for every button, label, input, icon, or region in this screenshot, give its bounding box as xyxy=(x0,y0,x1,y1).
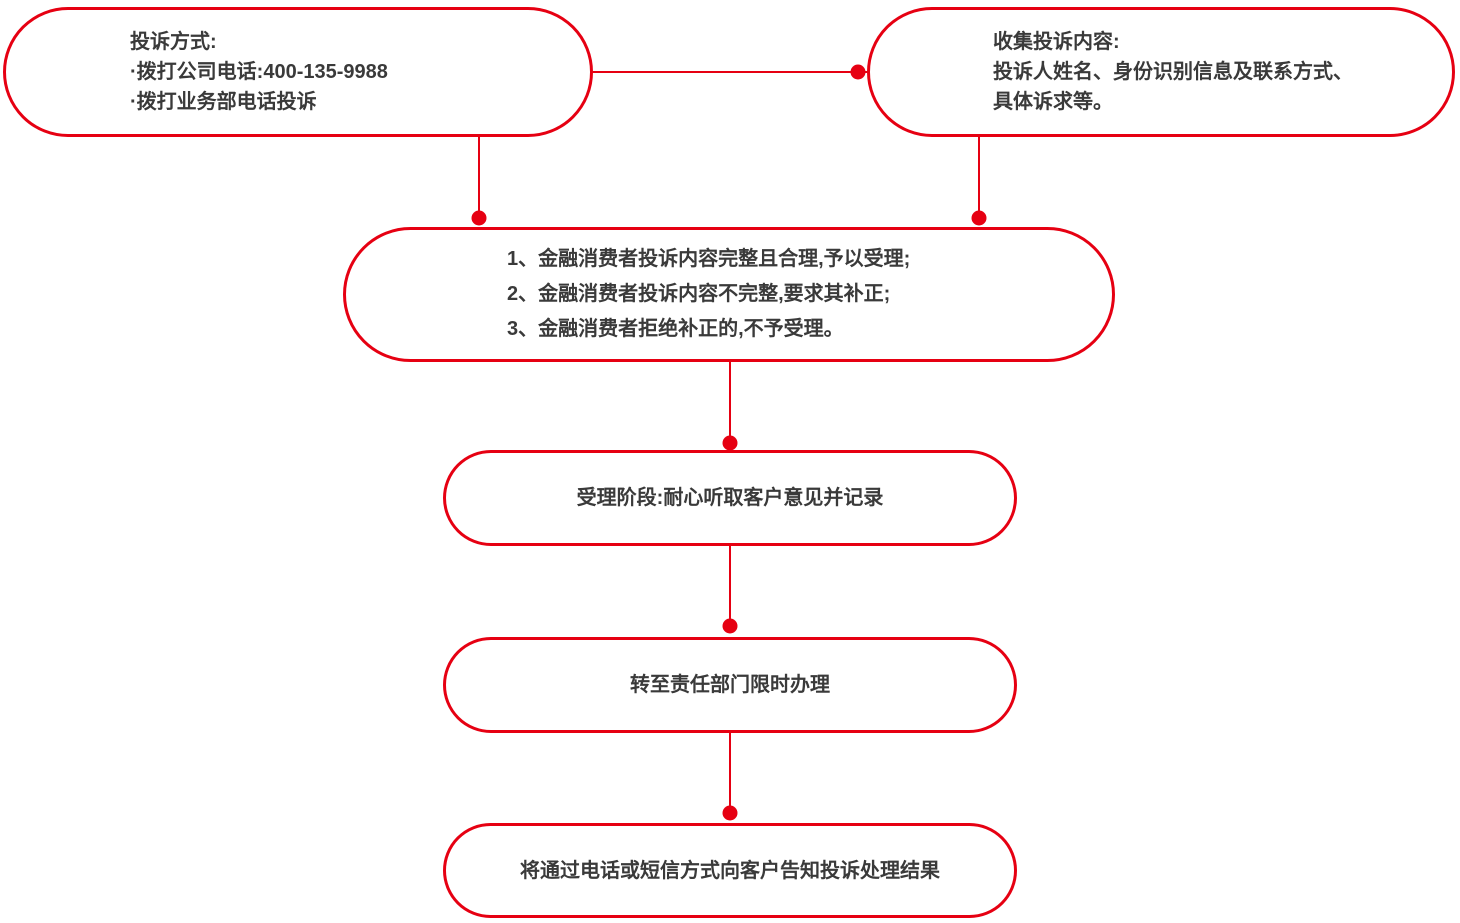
node-transfer-department: 转至责任部门限时办理 xyxy=(443,637,1017,733)
node-acceptance-rules: 1、金融消费者投诉内容完整且合理,予以受理; 2、金融消费者投诉内容不完整,要求… xyxy=(343,227,1115,362)
node-text-line: 受理阶段:耐心听取客户意见并记录 xyxy=(576,487,884,509)
node-text-line: ·拨打公司电话:400-135-9988 xyxy=(130,61,388,83)
node-acceptance-stage: 受理阶段:耐心听取客户意见并记录 xyxy=(443,450,1017,546)
node-text-line: 具体诉求等。 xyxy=(993,91,1113,113)
junction-dot-stage-top xyxy=(722,435,738,451)
node-text-line: ·拨打业务部电话投诉 xyxy=(130,91,317,113)
node-text-line: 投诉方式: xyxy=(130,31,217,53)
node-notify-result: 将通过电话或短信方式向客户告知投诉处理结果 xyxy=(443,823,1017,918)
junction-dot-rules-right xyxy=(971,210,987,226)
node-complaint-methods: 投诉方式: ·拨打公司电话:400-135-9988 ·拨打业务部电话投诉 xyxy=(3,7,593,137)
junction-dot-collect-left xyxy=(850,64,866,80)
node-collect-content: 收集投诉内容: 投诉人姓名、身份识别信息及联系方式、 具体诉求等。 xyxy=(867,7,1455,137)
node-text-line: 将通过电话或短信方式向客户告知投诉处理结果 xyxy=(520,859,940,882)
node-text-line: 1、金融消费者投诉内容完整且合理,予以受理; xyxy=(507,248,911,270)
node-text-line: 投诉人姓名、身份识别信息及联系方式、 xyxy=(993,61,1353,83)
node-text-line: 收集投诉内容: xyxy=(993,31,1120,53)
node-text-line: 转至责任部门限时办理 xyxy=(630,674,830,696)
node-text-line: 2、金融消费者投诉内容不完整,要求其补正; xyxy=(507,283,891,305)
node-text-line: 3、金融消费者拒绝补正的,不予受理。 xyxy=(507,318,844,340)
junction-dot-notify-top xyxy=(722,805,738,821)
junction-dot-transfer-top xyxy=(722,618,738,634)
junction-dot-rules-left xyxy=(471,210,487,226)
